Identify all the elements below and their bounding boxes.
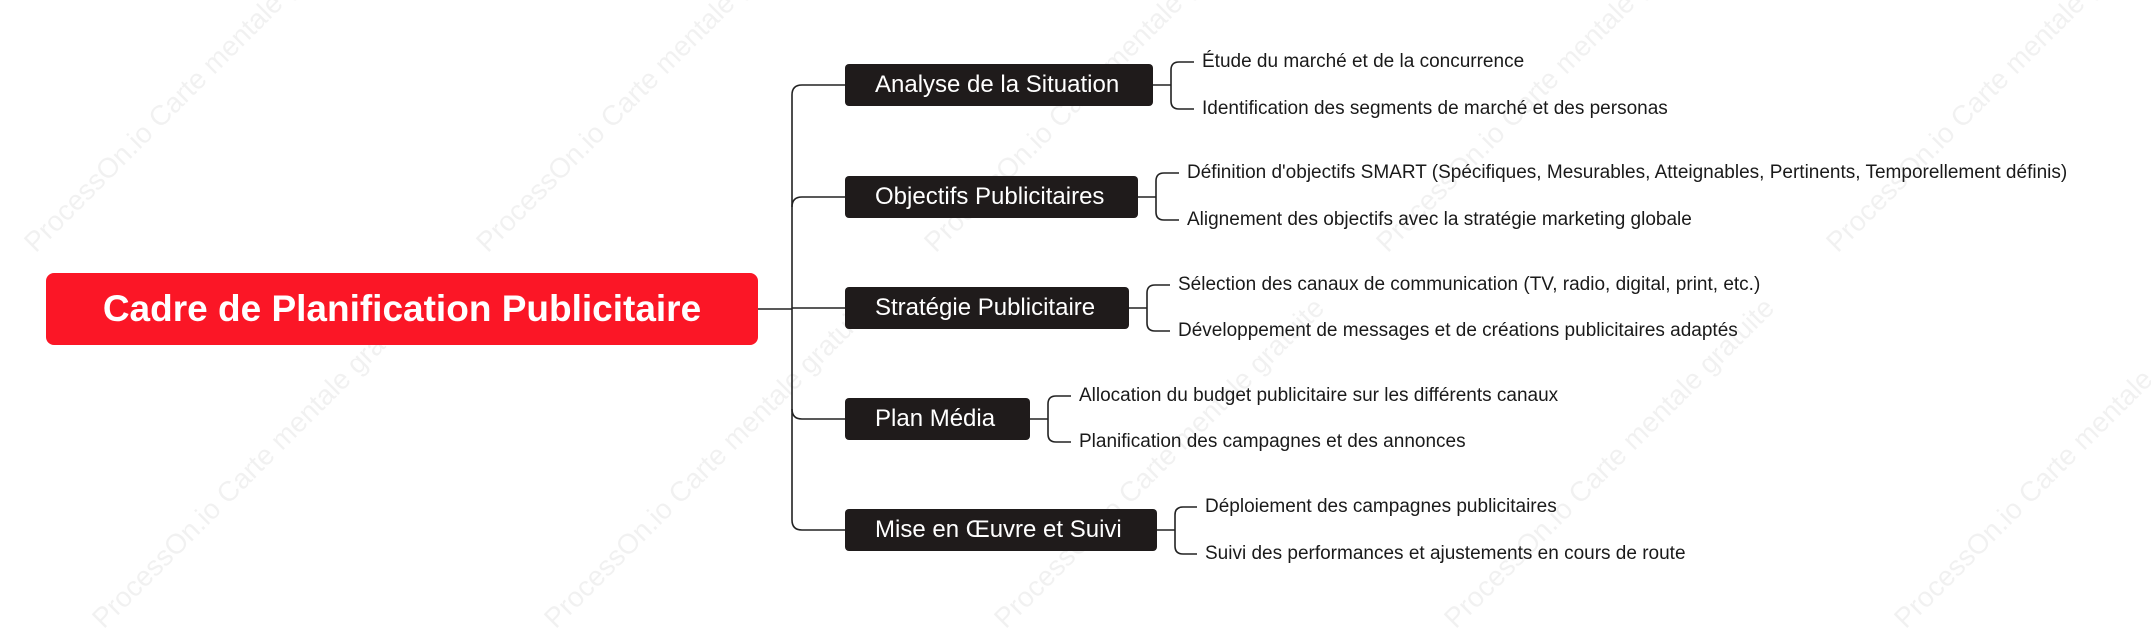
leaf-node[interactable]: Planification des campagnes et des annon… [1079,431,1466,452]
branch-node-analyse[interactable]: Analyse de la Situation [845,64,1153,106]
leaf-node[interactable]: Définition d'objectifs SMART (Spécifique… [1187,162,2068,183]
branch-node-mise-en-oeuvre[interactable]: Mise en Œuvre et Suivi [845,509,1157,551]
leaf-connector [1047,395,1071,419]
leaf-node[interactable]: Suivi des performances et ajustements en… [1205,543,1686,564]
root-node[interactable]: Cadre de Planification Publicitaire [46,273,758,345]
leaf-connector [1170,85,1194,110]
leaf-connector [1170,61,1194,85]
leaf-node[interactable]: Développement de messages et de création… [1178,320,1738,341]
leaf-connector [1155,172,1179,197]
leaf-node[interactable]: Étude du marché et de la concurrence [1202,51,1525,72]
branch-node-plan-media[interactable]: Plan Média [845,398,1030,440]
leaf-node[interactable]: Allocation du budget publicitaire sur le… [1079,385,1559,406]
branch-node-objectifs[interactable]: Objectifs Publicitaires [845,176,1138,218]
leaf-node[interactable]: Déploiement des campagnes publicitaires [1205,496,1557,517]
leaf-node[interactable]: Identification des segments de marché et… [1202,98,1668,119]
branch-connector [791,196,845,208]
leaf-node[interactable]: Alignement des objectifs avec la stratég… [1187,209,1692,230]
leaf-connector [1174,506,1197,530]
leaf-connector [1155,197,1179,221]
branch-connector [791,408,845,420]
branch-node-strategie[interactable]: Stratégie Publicitaire [845,287,1129,329]
branch-connector [791,84,845,309]
leaf-connector [1174,530,1197,555]
branch-connector [791,309,845,531]
leaf-connector [1146,284,1170,308]
leaf-connector [1146,308,1170,332]
leaf-connector [1047,419,1071,443]
leaf-node[interactable]: Sélection des canaux de communication (T… [1178,274,1761,295]
